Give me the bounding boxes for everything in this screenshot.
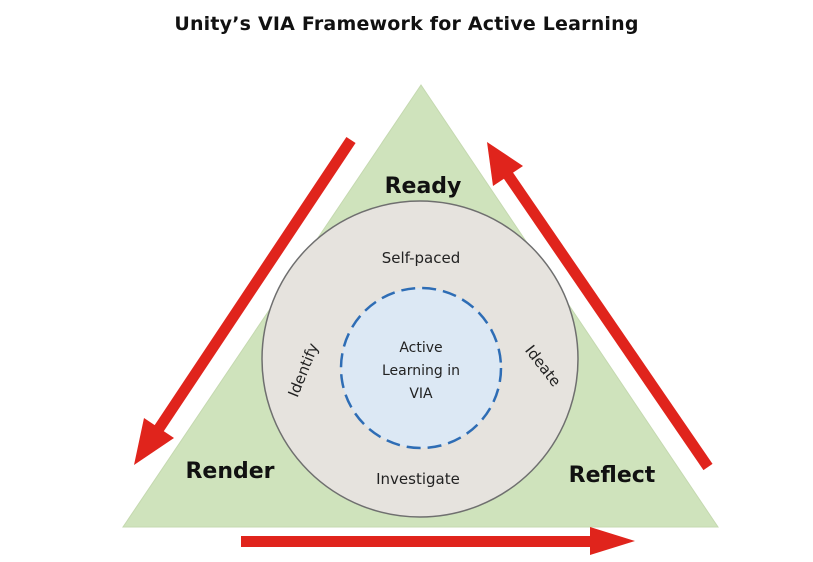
corner-label-ready: Ready <box>385 174 462 199</box>
center-label-line3: VIA <box>409 386 433 402</box>
core-circle <box>339 286 503 450</box>
ring-label-self-paced: Self-paced <box>382 249 461 267</box>
center-label-line1: Active <box>399 340 442 356</box>
corner-label-render: Render <box>185 459 274 484</box>
ring-label-investigate: Investigate <box>376 470 460 488</box>
corner-label-reflect: Reflect <box>569 463 656 488</box>
render-to-reflect-arrow <box>241 527 635 555</box>
ready-to-render-arrow <box>134 136 356 465</box>
center-label-line2: Learning in <box>382 363 460 379</box>
reflect-to-ready-arrow <box>487 142 713 471</box>
diagram-title: Unity’s VIA Framework for Active Learnin… <box>174 13 639 35</box>
